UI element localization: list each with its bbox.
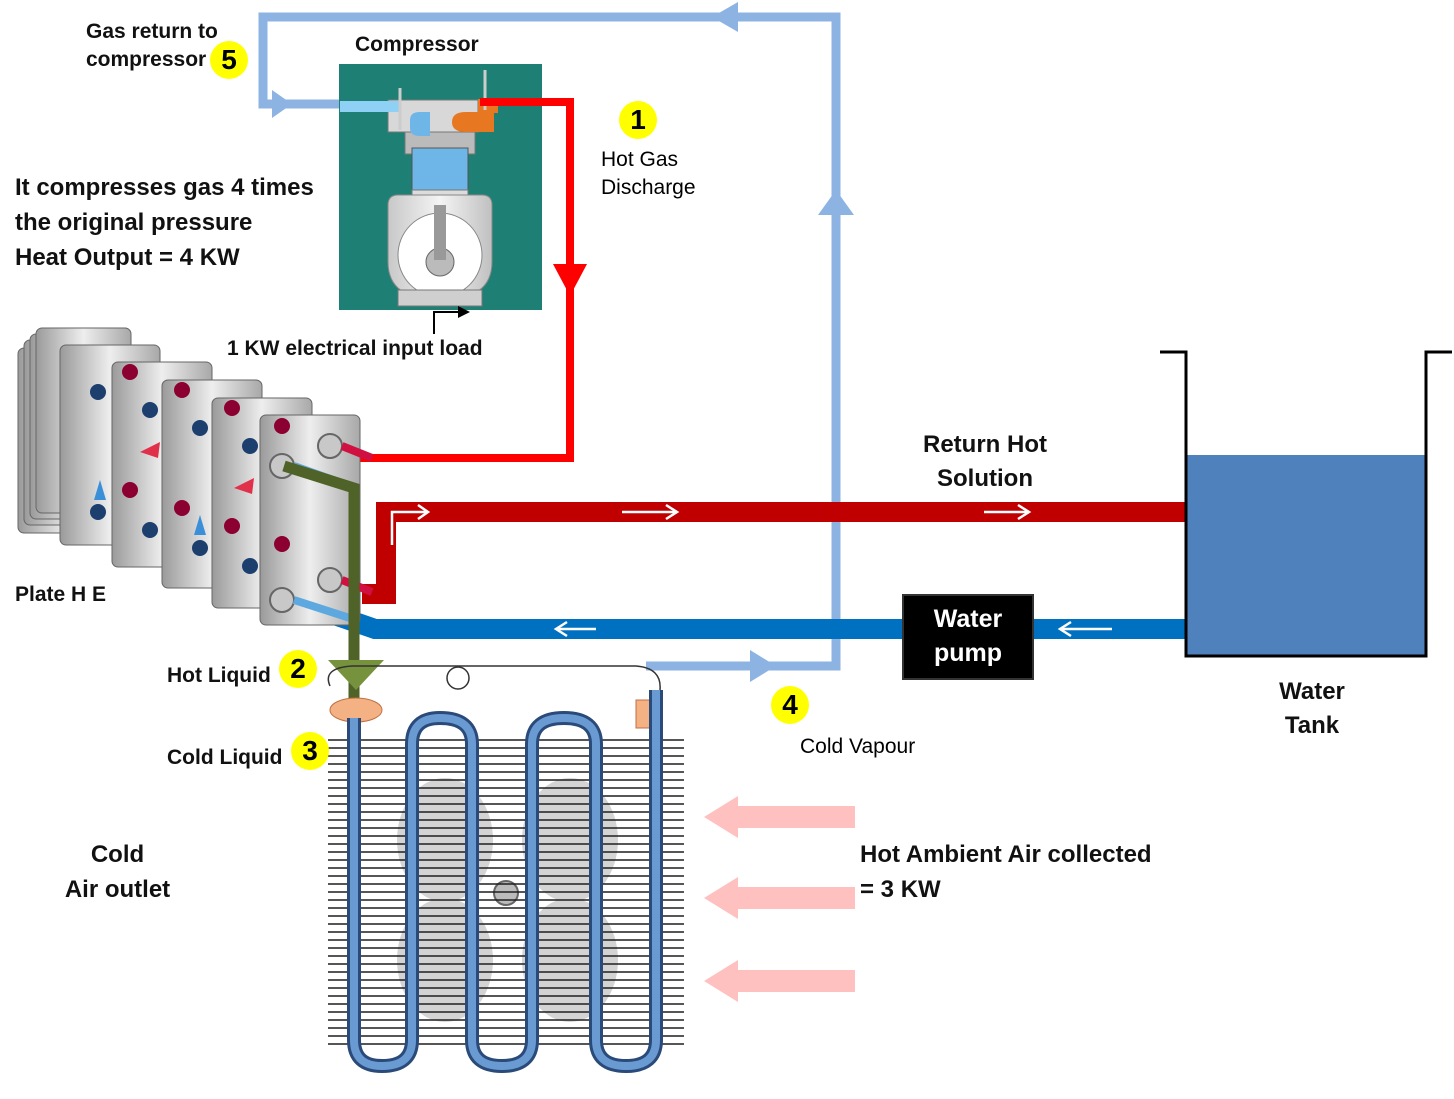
- water-pump-label-line1: Water: [933, 605, 1003, 634]
- plate-he-label: Plate H E: [15, 583, 107, 606]
- badge-5: 5: [210, 41, 248, 79]
- hot-gas-arrow-down: [553, 264, 587, 296]
- cold-water-line: [316, 600, 1186, 639]
- badge-1: 1: [619, 101, 657, 139]
- cold-air-label-line2: Air outlet: [64, 875, 171, 903]
- badge-2: 2: [279, 650, 317, 688]
- gas-loop-arrows: [272, 2, 854, 682]
- hot-liquid-label: Hot Liquid: [167, 664, 271, 687]
- hot-gas-label-line1: Hot Gas: [601, 148, 679, 171]
- return-hot-line: [362, 502, 1186, 604]
- gas-arrow-top: [712, 2, 738, 32]
- water-tank-label-line2: Tank: [1284, 712, 1340, 740]
- water-tank: [1160, 350, 1452, 658]
- water-tank-label-line1: Water: [1279, 678, 1345, 705]
- badge-4: 4: [771, 686, 809, 724]
- return-hot-arrows: [390, 503, 1032, 545]
- cold-liquid-label: Cold Liquid: [167, 746, 283, 769]
- compressor-label: Compressor: [355, 33, 479, 56]
- compressor-unit: [339, 64, 542, 310]
- compress-info-line2: the original pressure: [15, 208, 253, 236]
- ambient-air-label-line1: Hot Ambient Air collected: [860, 841, 1152, 868]
- water-pump-label-line2: pump: [933, 639, 1003, 667]
- electrical-input-pointer: [433, 306, 470, 334]
- gas-arrow-right: [750, 650, 776, 682]
- hot-gas-discharge-label: Hot Gas Discharge: [601, 146, 696, 201]
- gas-return-label: Gas return to compressor: [86, 18, 218, 73]
- gas-return-label-line1: Gas return to: [86, 20, 218, 43]
- evaporator-coil: [327, 665, 684, 1074]
- ambient-air-label-line2: = 3 KW: [860, 875, 941, 903]
- ambient-air-arrows: [704, 796, 855, 1002]
- return-hot-solution-label: Return Hot Solution: [908, 428, 1062, 496]
- compress-info-line1: It compresses gas 4 times: [15, 174, 314, 201]
- plate-heat-exchanger: [17, 327, 374, 626]
- electrical-input-label: 1 KW electrical input load: [227, 337, 483, 360]
- hot-gas-label-line2: Discharge: [601, 175, 696, 199]
- cold-air-outlet-label: Cold Air outlet: [50, 838, 185, 908]
- water-tank-label: Water Tank: [1252, 675, 1372, 743]
- water-pump: Water pump: [902, 594, 1034, 680]
- ambient-arrow-1: [704, 796, 855, 838]
- compression-info-label: It compresses gas 4 times the original p…: [15, 171, 314, 275]
- compress-info-line3: Heat Output = 4 KW: [15, 243, 240, 271]
- gas-return-label-line2: compressor: [86, 47, 207, 71]
- hot-liquid-arrow: [328, 660, 384, 690]
- cold-vapour-label: Cold Vapour: [800, 735, 916, 758]
- ambient-arrow-3: [704, 960, 855, 1002]
- badge-3: 3: [291, 732, 329, 770]
- cold-water-arrows: [553, 620, 1112, 638]
- hot-liquid-line: [282, 460, 360, 712]
- gas-arrow-up: [818, 190, 854, 215]
- return-hot-label-line1: Return Hot: [923, 431, 1047, 458]
- ambient-air-label: Hot Ambient Air collected = 3 KW: [860, 838, 1152, 908]
- return-hot-label-line2: Solution: [937, 465, 1033, 493]
- ambient-arrow-2: [704, 877, 855, 919]
- gas-arrow-left: [272, 90, 292, 118]
- cold-air-label-line1: Cold: [90, 841, 145, 868]
